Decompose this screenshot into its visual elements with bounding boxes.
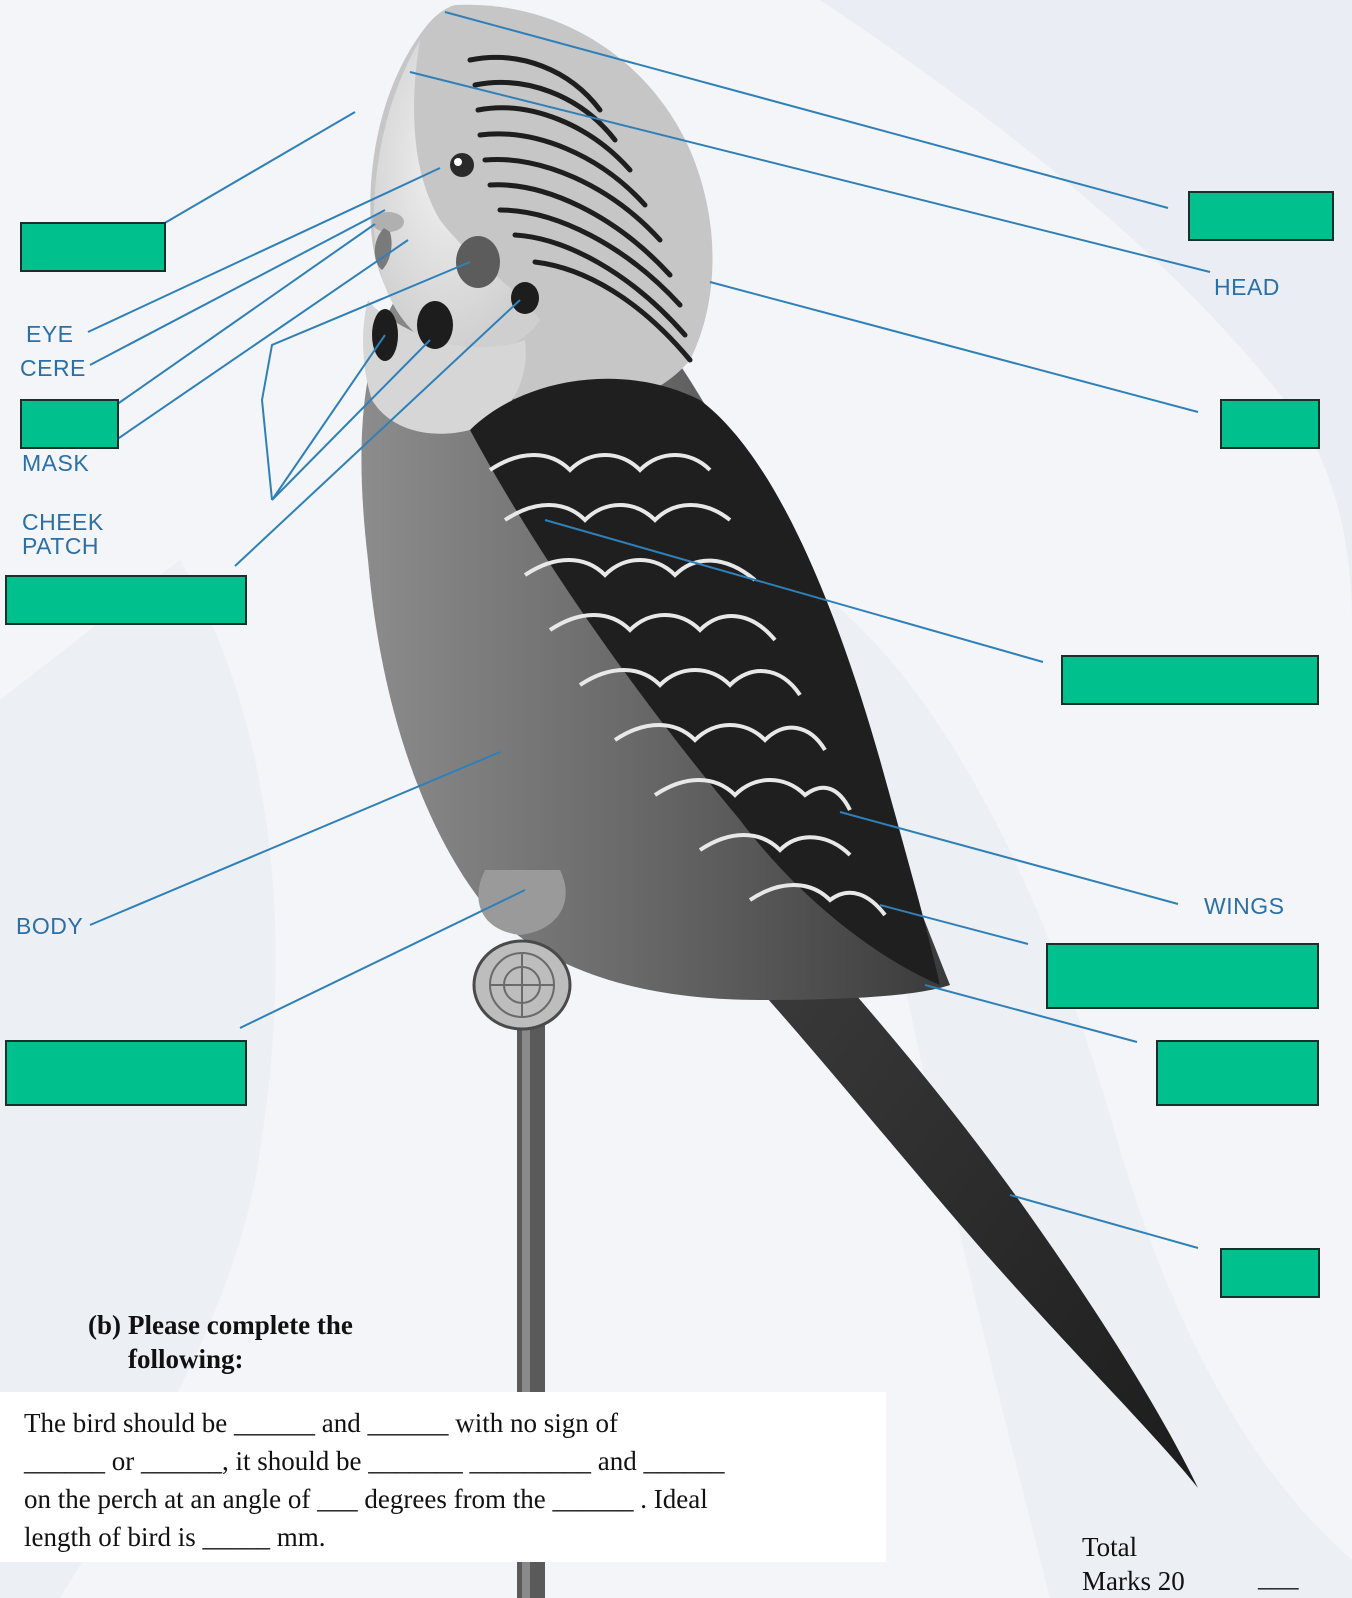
throat-spot-2 [417,301,453,349]
throat-spot-3 [511,282,539,314]
answer-box-2[interactable] [20,399,119,449]
fill-in-line-2[interactable]: ______ or ______, it should be _______ _… [24,1442,874,1480]
eye-shape [450,153,474,177]
part-b-number: (b) [88,1308,128,1342]
answer-box-1[interactable] [20,222,166,272]
answer-box-10[interactable] [1220,1248,1320,1298]
label-cheek-patch-line2: PATCH [22,534,99,558]
cheek-patch-shape [456,236,500,288]
label-cere: CERE [20,356,86,380]
label-body: BODY [16,914,83,938]
total-marks: Marks 20 [1082,1564,1185,1598]
part-b-heading: (b)Please complete the following: [88,1308,428,1376]
fill-in-line-1[interactable]: The bird should be ______ and ______ wit… [24,1404,874,1442]
label-eye: EYE [26,322,74,346]
label-mask: MASK [22,451,89,475]
part-b-heading-line1: Please complete the [128,1310,353,1340]
label-cheek-patch-line1: CHEEK [22,510,104,534]
label-wings: WINGS [1204,894,1284,918]
answer-box-5[interactable] [1220,399,1320,449]
fill-in-text: The bird should be ______ and ______ wit… [24,1404,874,1556]
answer-box-3[interactable] [5,575,247,625]
answer-box-6[interactable] [1061,655,1319,705]
label-head: HEAD [1214,275,1280,299]
answer-box-7[interactable] [1046,943,1319,1009]
total-blank[interactable]: ___ [1258,1560,1299,1594]
total-label: Total [1082,1530,1137,1564]
fill-in-line-4[interactable]: length of bird is _____ mm. [24,1518,874,1556]
fill-in-line-3[interactable]: on the perch at an angle of ___ degrees … [24,1480,874,1518]
answer-box-9[interactable] [1156,1040,1319,1106]
part-b-heading-line2: following: [88,1342,428,1376]
answer-box-4[interactable] [1188,191,1334,241]
answer-box-8[interactable] [5,1040,247,1106]
